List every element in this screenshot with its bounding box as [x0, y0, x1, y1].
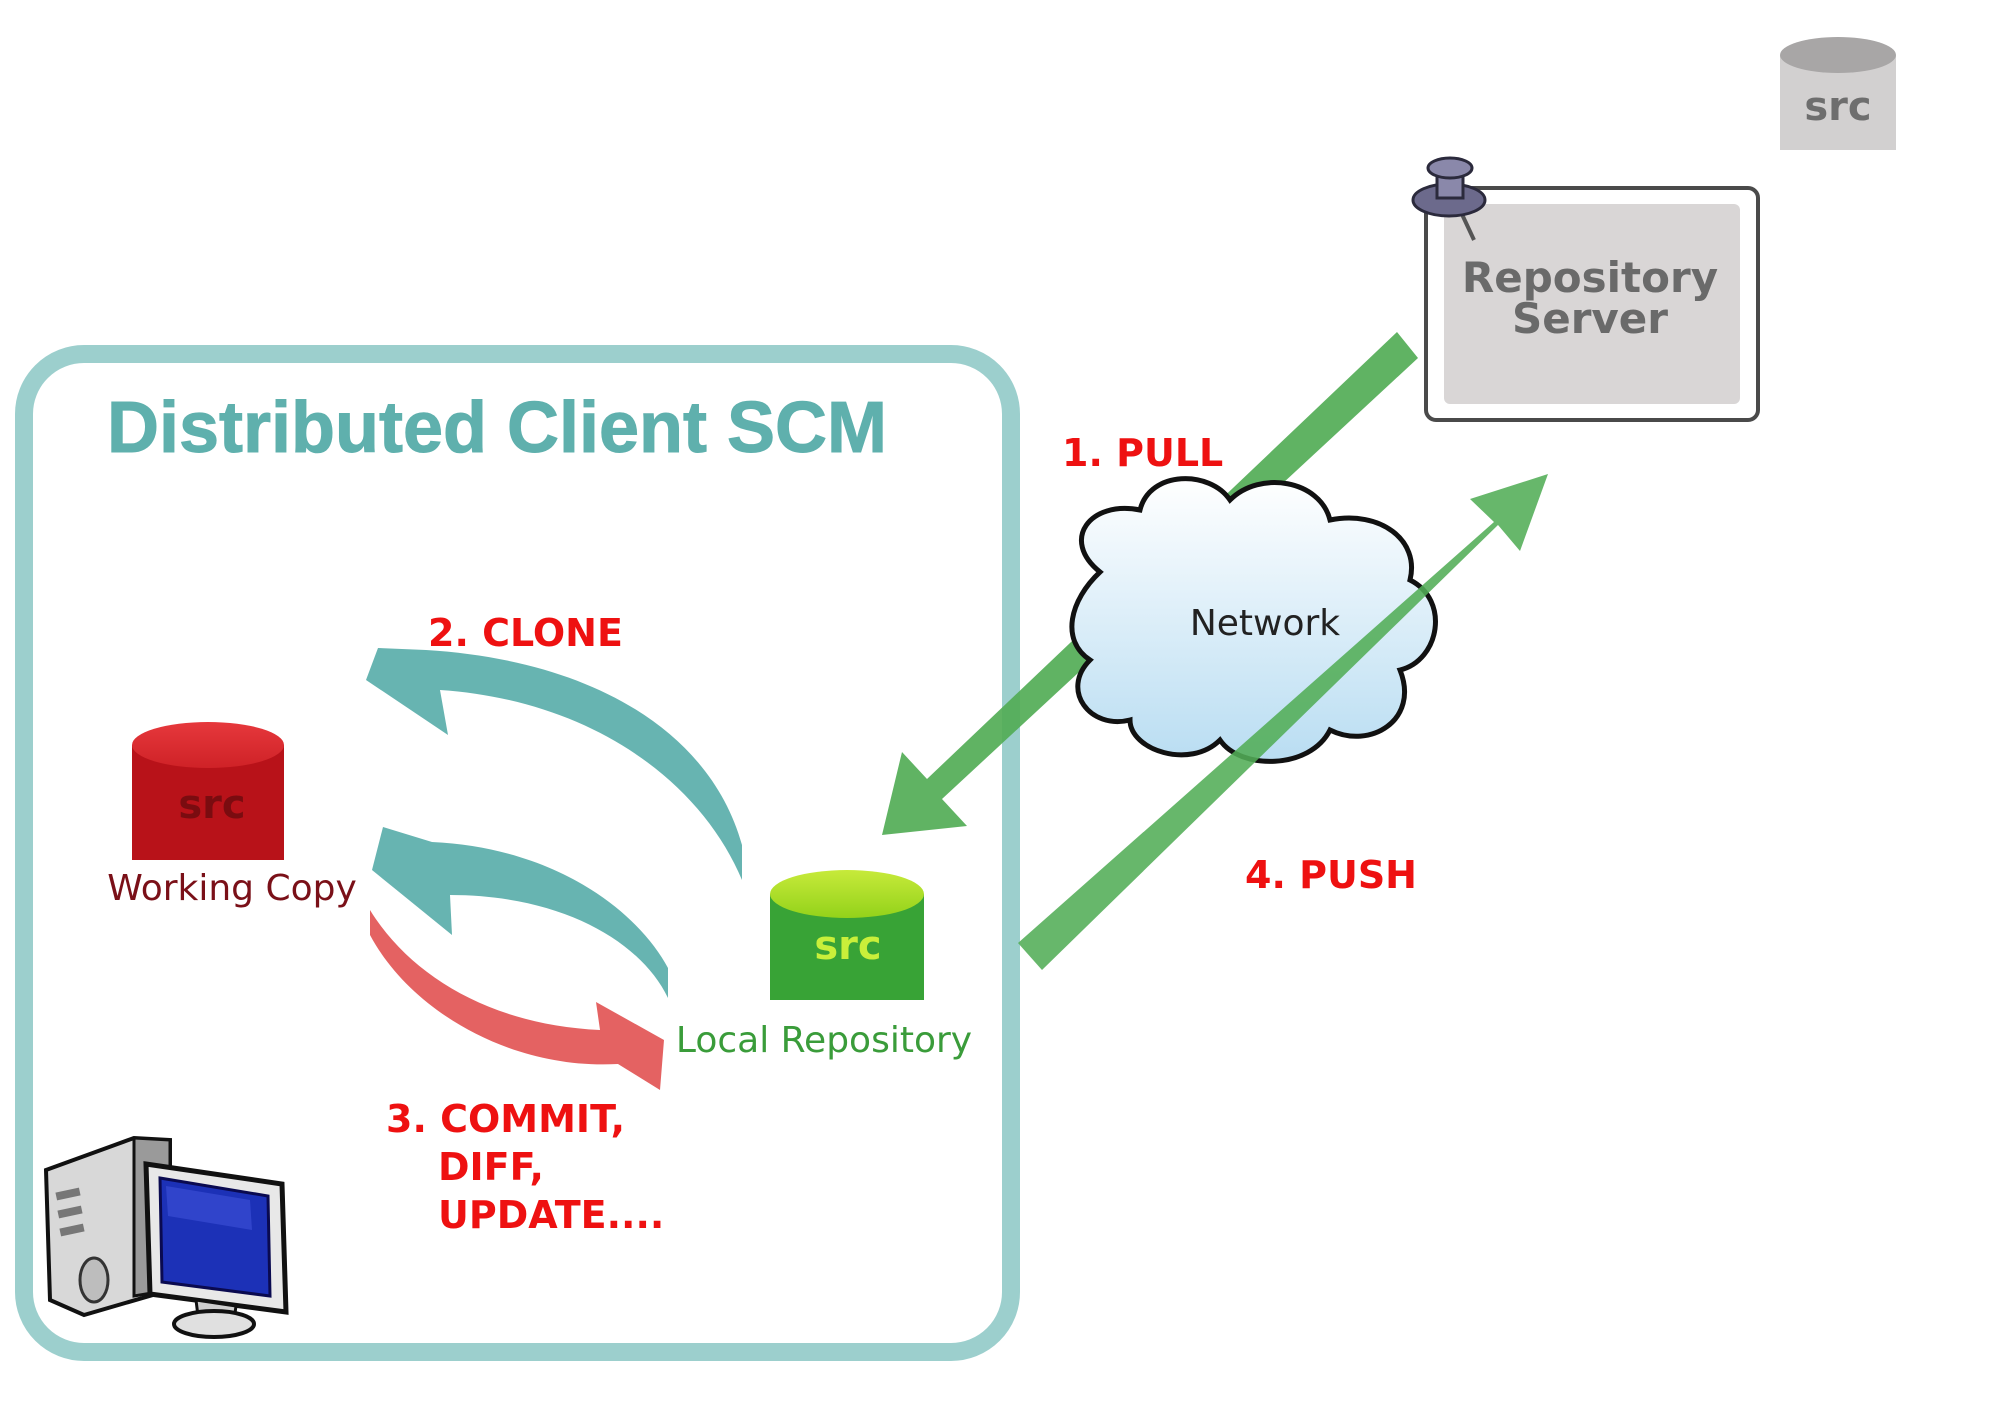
commit-arrow — [370, 910, 664, 1090]
step-commit-line1: 3. COMMIT, — [386, 1097, 625, 1141]
working-copy-cylinder: src — [132, 722, 284, 860]
server-src-label: src — [1804, 84, 1871, 130]
server-label-line1: Repository — [1462, 253, 1718, 302]
computer-icon — [43, 1135, 289, 1339]
update-arrow — [372, 827, 668, 998]
step-commit-line3: UPDATE.... — [438, 1193, 664, 1237]
clone-arrow — [366, 648, 742, 880]
step-commit-line2: DIFF, — [438, 1145, 544, 1189]
push-arrow — [1018, 474, 1548, 970]
local-repository-label: Local Repository — [676, 1020, 972, 1061]
step-pull: 1. PULL — [1062, 431, 1223, 475]
repository-server: Repository Server — [1424, 186, 1760, 422]
working-copy-src: src — [178, 782, 245, 828]
working-copy-label: Working Copy — [107, 868, 357, 909]
diagram-title: Distributed Client SCM — [107, 388, 887, 468]
step-clone: 2. CLONE — [428, 611, 623, 655]
network-cloud: Network — [1069, 476, 1438, 764]
client-frame — [15, 345, 1020, 1361]
network-label: Network — [1190, 603, 1340, 644]
server-src-cylinder: src — [1780, 37, 1896, 150]
server-label-line2: Server — [1512, 294, 1668, 343]
local-repository-src: src — [814, 923, 881, 969]
step-push: 4. PUSH — [1245, 853, 1417, 897]
push-pin-icon — [1411, 156, 1487, 241]
local-repository-cylinder: src — [770, 870, 924, 1000]
